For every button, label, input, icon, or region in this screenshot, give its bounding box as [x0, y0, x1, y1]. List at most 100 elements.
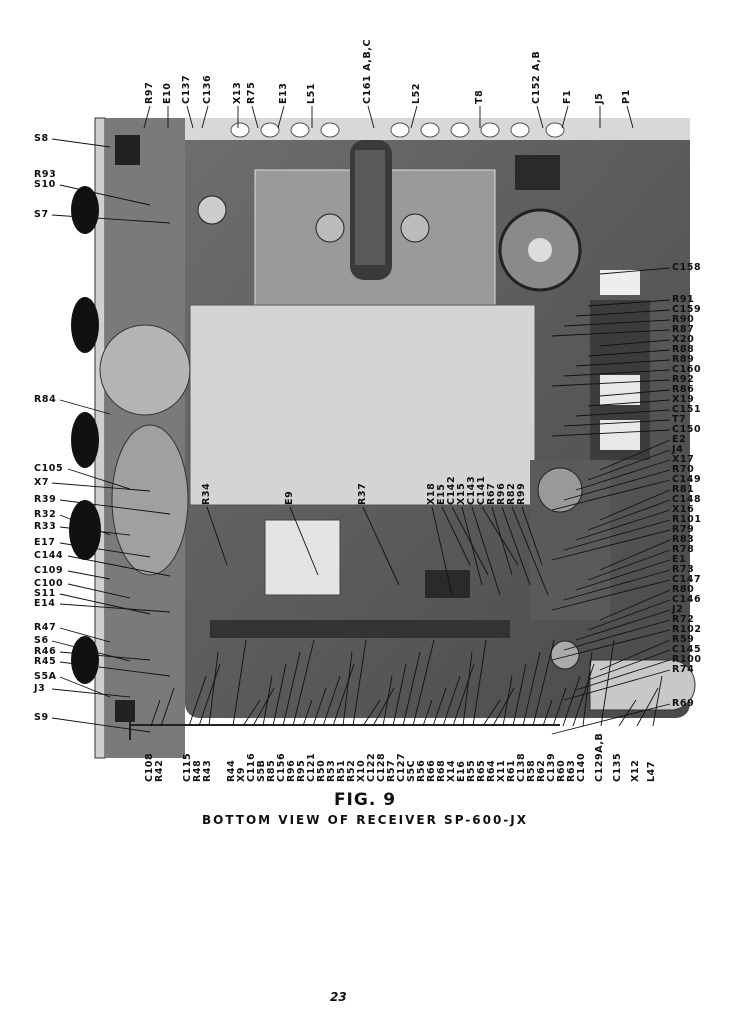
callout-label: C137: [181, 74, 192, 104]
callout-label: C160: [672, 364, 702, 375]
callout-label: C144: [34, 550, 64, 561]
callout-label: R46: [34, 646, 57, 657]
callout-label: S5C: [406, 759, 417, 782]
callout-label: R90: [672, 314, 695, 325]
callout-label: P1: [621, 89, 632, 104]
callout-label: R70: [672, 464, 695, 475]
callout-label: C136: [202, 74, 213, 104]
callout-label: R50: [316, 759, 327, 782]
callout-label: R84: [34, 394, 57, 405]
callout-label: E15: [436, 483, 447, 505]
callout-label: J3: [34, 683, 46, 694]
callout-label: R99: [516, 482, 527, 505]
callout-label: R60: [556, 759, 567, 782]
callout-label: R48: [192, 759, 203, 782]
callout-label: R96: [496, 482, 507, 505]
callout-label: X17: [672, 454, 695, 465]
callout-label: X7: [34, 477, 50, 488]
callout-label: X15: [456, 482, 467, 505]
callout-label: R52: [346, 759, 357, 782]
callout-label: X12: [630, 759, 641, 782]
callout-label: X20: [672, 334, 695, 345]
callout-label: C109: [34, 565, 64, 576]
callout-label: C146: [672, 594, 702, 605]
page-number: 23: [330, 990, 347, 1004]
figure-caption: BOTTOM VIEW OF RECEIVER SP-600-JX: [201, 813, 528, 827]
callout-label: R57: [386, 759, 397, 782]
callout-label: C138: [516, 752, 527, 782]
callout-label: R66: [426, 759, 437, 782]
callout-label: E10: [162, 82, 173, 104]
callout-label: S10: [34, 179, 56, 190]
callout-label: R33: [34, 521, 57, 532]
callout-label: R42: [154, 759, 165, 782]
callout-label: R82: [506, 482, 517, 505]
callout-label: S5B: [256, 759, 267, 783]
callout-label: R51: [336, 759, 347, 782]
callout-label: R43: [202, 759, 213, 782]
callout-label: J4: [672, 444, 684, 455]
callout-label: X9: [236, 766, 247, 782]
callout-label: C135: [612, 752, 623, 782]
callout-label: C145: [672, 644, 702, 655]
callout-label: R32: [34, 509, 57, 520]
callout-label: R80: [672, 584, 695, 595]
callout-label: E2: [672, 434, 687, 445]
callout-label: R93: [34, 169, 57, 180]
callout-label: C150: [672, 424, 702, 435]
callout-label: S9: [34, 712, 49, 723]
callout-label: R37: [357, 482, 368, 505]
callout-label: R64: [486, 759, 497, 782]
callout-label: E13: [278, 82, 289, 104]
callout-label: R100: [672, 654, 702, 665]
callout-label: C128: [376, 752, 387, 782]
callout-label: R69: [672, 698, 695, 709]
callout-label: X10: [356, 759, 367, 782]
callout-label: R92: [672, 374, 695, 385]
callout-label: R39: [34, 494, 57, 505]
callout-label: L47: [646, 760, 657, 782]
callout-label: R89: [672, 354, 695, 365]
callout-label: C161 A,B,C: [362, 38, 373, 104]
callout-label: E9: [284, 490, 295, 505]
callout-label: R102: [672, 624, 702, 635]
callout-label: X18: [426, 482, 437, 505]
callout-label: R86: [672, 384, 695, 395]
callout-label: R58: [526, 759, 537, 782]
callout-label: R75: [246, 81, 257, 104]
callout-label: C152 A,B: [531, 50, 542, 104]
callout-label: C151: [672, 404, 702, 415]
callout-label: X16: [672, 504, 695, 515]
callout-label: L51: [306, 82, 317, 104]
callout-label: C121: [306, 752, 317, 782]
callout-label: X19: [672, 394, 695, 405]
callout-label: R81: [672, 484, 695, 495]
callout-label: E17: [34, 537, 56, 548]
callout-label: C148: [672, 494, 702, 505]
callout-label: X13: [232, 81, 243, 104]
callout-label: S11: [34, 588, 56, 599]
callout-label: R53: [326, 759, 337, 782]
callout-label: L52: [411, 82, 422, 104]
callout-label: R73: [672, 564, 695, 575]
callout-label: R74: [672, 664, 695, 675]
callout-label: S7: [34, 209, 49, 220]
callout-label: R63: [566, 759, 577, 782]
callout-label: C140: [576, 752, 587, 782]
callout-label: R44: [226, 759, 237, 782]
callout-label: R68: [436, 759, 447, 782]
callout-label: C141: [476, 475, 487, 505]
callout-label: R62: [536, 759, 547, 782]
callout-label: S5A: [34, 671, 57, 682]
callout-label: R83: [672, 534, 695, 545]
callout-label: R47: [34, 622, 57, 633]
callout-label: C116: [246, 752, 257, 782]
callout-label: C105: [34, 463, 64, 474]
callout-label: X11: [496, 759, 507, 782]
callout-label: R91: [672, 294, 695, 305]
callout-label: C158: [672, 262, 702, 273]
callout-label: R45: [34, 656, 57, 667]
callout-label: C142: [446, 475, 457, 505]
callout-label: C122: [366, 752, 377, 782]
